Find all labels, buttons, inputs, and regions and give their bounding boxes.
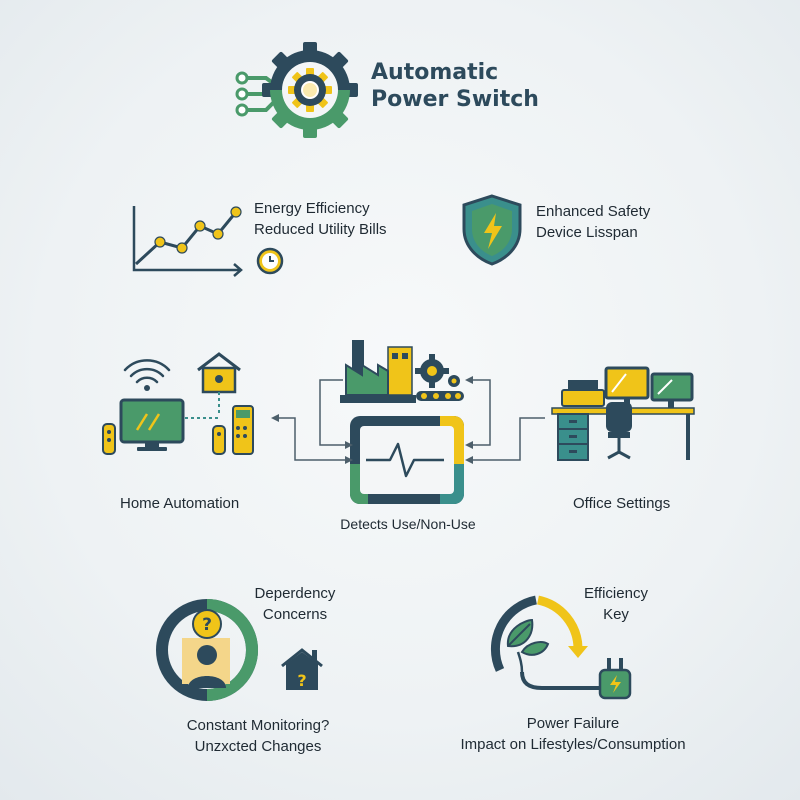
svg-text:?: ? <box>297 671 306 690</box>
shield-bolt-icon <box>462 194 522 266</box>
dependency-line-2: Concerns <box>262 606 328 623</box>
person-icon <box>188 645 226 688</box>
factory-icon <box>340 340 464 403</box>
desk-icon <box>551 366 695 461</box>
dependency-label: Deperdency Concerns <box>235 583 355 625</box>
question-icon: ? <box>192 609 222 639</box>
monitor-heartbeat-icon <box>350 416 464 504</box>
home-icon: ? <box>281 648 323 690</box>
page-title: Automatic Power Switch <box>371 59 539 113</box>
svg-text:?: ? <box>202 615 212 635</box>
failure-line-2: Impact on Lifestyles/Consumption <box>460 736 686 753</box>
home-automation-label: Home Automation <box>120 495 240 512</box>
monitoring-line-1: Constant Monitoring? <box>186 717 330 734</box>
detects-use-label: Detects Use/Non-Use <box>340 516 476 532</box>
gear-circuit-icon <box>235 42 358 138</box>
energy-efficiency-label: Energy Efficiency Reduced Utility Bills <box>254 198 387 240</box>
failure-line-1: Power Failure <box>526 715 620 732</box>
energy-line-1: Energy Efficiency <box>254 200 370 217</box>
clock-icon <box>256 247 284 275</box>
leaf-icon <box>506 618 550 673</box>
safety-line-1: Enhanced Safety <box>536 203 651 220</box>
tv-icon <box>119 398 185 451</box>
line-chart-icon <box>132 206 243 277</box>
dependency-line-1: Deperdency <box>254 585 336 602</box>
plug-icon <box>598 658 632 700</box>
office-settings-label: Office Settings <box>573 495 671 512</box>
title-line-2: Power Switch <box>371 87 539 112</box>
person-monitoring-icon: ? ? <box>156 599 323 701</box>
energy-line-2: Reduced Utility Bills <box>254 221 387 238</box>
monitoring-label: Constant Monitoring? Unzxcted Changes <box>148 715 368 757</box>
title-line-1: Automatic <box>371 60 499 85</box>
home-automation-cluster <box>102 352 254 455</box>
power-failure-label: Power Failure Impact on Lifestyles/Consu… <box>428 713 718 755</box>
monitoring-line-2: Unzxcted Changes <box>194 738 322 755</box>
remote-icon <box>102 405 254 455</box>
efficiency-line-2: Key <box>603 606 629 623</box>
safety-label: Enhanced Safety Device Lisspan <box>536 201 650 243</box>
efficiency-cycle-icon <box>490 595 632 700</box>
wifi-icon <box>123 359 171 384</box>
efficiency-line-1: Efficiency <box>584 585 648 602</box>
efficiency-key-label: Efficiency Key <box>565 583 667 625</box>
safety-line-2: Device Lisspan <box>536 224 638 241</box>
